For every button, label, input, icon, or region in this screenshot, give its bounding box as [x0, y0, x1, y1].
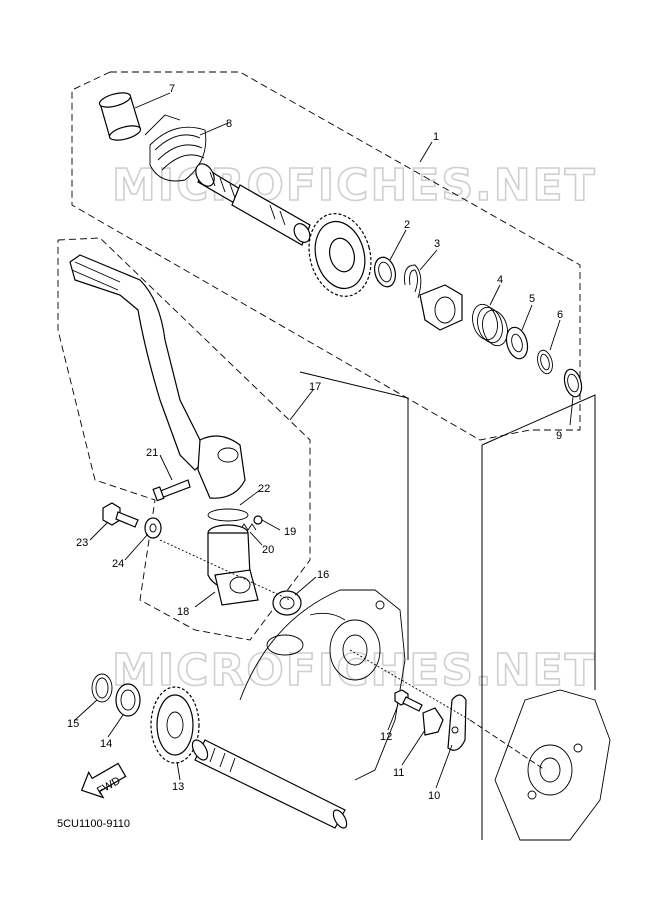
part-bolt-23	[102, 502, 139, 528]
part-torsion-spring	[144, 114, 207, 182]
callout-1: 1	[433, 131, 439, 143]
part-circlip-3	[404, 264, 422, 299]
engine-case-right	[494, 689, 611, 841]
crankcase-cover	[239, 589, 406, 781]
callout-12: 12	[380, 731, 392, 743]
callout-23: 23	[76, 537, 88, 549]
group-outline-kick-crank	[57, 237, 311, 641]
part-oil-seal-16	[272, 590, 302, 616]
callout-7: 7	[169, 83, 175, 95]
forward-direction-arrow: FWD	[80, 762, 127, 799]
part-stopper-11	[422, 707, 444, 736]
callout-24: 24	[112, 558, 124, 570]
callout-19: 19	[284, 526, 296, 538]
cover-outline-right	[481, 394, 596, 690]
part-oring-22	[207, 508, 249, 522]
callout-6: 6	[557, 309, 563, 321]
callout-2: 2	[404, 219, 410, 231]
callout-5: 5	[529, 293, 535, 305]
part-spring-4	[472, 303, 508, 347]
callout-21: 21	[146, 447, 158, 459]
callout-8: 8	[226, 118, 232, 130]
part-spring-20	[239, 523, 257, 531]
callouts: 1 2 3 4 5 6 7 8 9 10 11 12 13 14 15 16 1…	[67, 83, 563, 802]
callout-14: 14	[100, 738, 112, 750]
callout-15: 15	[67, 718, 79, 730]
diagram-code: 5CU1100-9110	[57, 818, 130, 830]
part-washer-14	[115, 683, 141, 717]
part-guide-plate-10	[447, 694, 467, 751]
watermark-bottom: MICROFICHES.NET	[112, 645, 597, 696]
part-shaft-bottom	[191, 739, 348, 829]
watermark-top: MICROFICHES.NET	[112, 160, 597, 211]
part-boss-18	[207, 524, 259, 606]
part-circlip-15	[91, 673, 113, 703]
part-kick-gear	[308, 213, 372, 297]
part-ratchet	[419, 284, 463, 331]
part-kick-shaft	[195, 163, 311, 246]
part-washer-24	[144, 517, 162, 539]
callout-13: 13	[172, 781, 184, 793]
callout-4: 4	[497, 274, 503, 286]
part-idle-gear-13	[150, 686, 200, 764]
cover-outline-left	[299, 371, 409, 660]
callout-22: 22	[258, 483, 270, 495]
callout-9: 9	[556, 430, 562, 442]
part-bolt-21	[152, 479, 191, 502]
callout-20: 20	[262, 544, 274, 556]
callout-11: 11	[393, 767, 404, 779]
part-washer-5	[505, 326, 529, 360]
part-ball-19	[253, 515, 263, 525]
leader-lines	[74, 92, 574, 789]
callout-18: 18	[177, 606, 189, 618]
callout-16: 16	[317, 569, 329, 581]
part-kick-crank-lever	[69, 254, 246, 499]
callout-17: 17	[309, 381, 321, 393]
callout-10: 10	[428, 790, 440, 802]
part-circlip-6	[537, 349, 553, 375]
part-bushing	[98, 92, 142, 141]
part-washer-2	[373, 256, 397, 288]
callout-3: 3	[434, 238, 440, 250]
part-bolt-12	[394, 689, 423, 712]
part-collar-9	[563, 368, 583, 398]
group-outline-kick-shaft	[71, 71, 581, 441]
